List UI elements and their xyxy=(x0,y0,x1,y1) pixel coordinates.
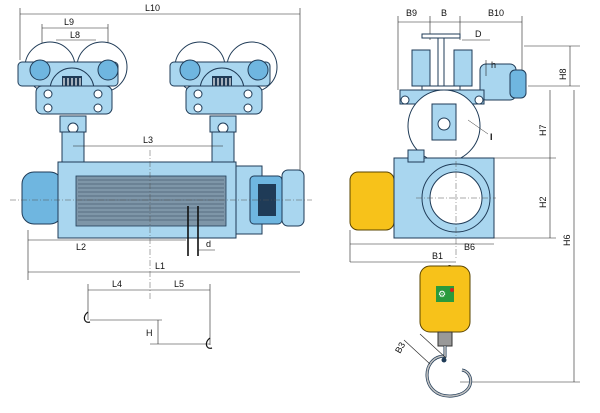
dimension-B1-B6: B6 B1 xyxy=(349,230,494,263)
label-H: H xyxy=(146,328,153,338)
dimension-H7: H7 xyxy=(488,90,556,159)
trolley-side: h xyxy=(399,33,527,105)
label-I: I xyxy=(490,132,493,142)
dimension-L4-L5: L4 L5 xyxy=(87,279,211,345)
hook-icon: ⚙ xyxy=(419,265,472,398)
label-D: D xyxy=(475,29,482,39)
label-B10: B10 xyxy=(488,8,504,18)
label-B3: B3 xyxy=(393,340,407,355)
label-L2: L2 xyxy=(76,242,86,252)
dimension-L8: L8 xyxy=(56,30,96,41)
suspension-link: I xyxy=(407,89,493,163)
dimension-H6: H6 xyxy=(460,90,580,383)
dimension-L10: L10 xyxy=(19,3,301,180)
label-d: d xyxy=(206,239,211,249)
label-L1: L1 xyxy=(155,261,165,271)
label-B: B xyxy=(441,8,447,18)
hoist-side-view-icon: B9 B B10 D h H8 xyxy=(349,8,580,398)
label-L4: L4 xyxy=(112,279,122,289)
rope-segment: d xyxy=(187,206,215,256)
hoist-body-side xyxy=(349,149,496,260)
dimension-L9: L9 xyxy=(41,17,109,44)
dimension-L2: L2 xyxy=(27,230,186,280)
label-B6: B6 xyxy=(464,242,475,252)
label-h: h xyxy=(491,60,496,70)
dimension-H2: H2 xyxy=(494,158,556,239)
hoist-drum xyxy=(10,161,312,239)
left-trolley xyxy=(17,41,128,163)
label-L8: L8 xyxy=(70,30,80,40)
label-H8: H8 xyxy=(558,68,568,80)
label-H7: H7 xyxy=(538,124,548,136)
small-hook-left xyxy=(83,311,91,323)
label-B9: B9 xyxy=(406,8,417,18)
label-B1: B1 xyxy=(432,251,443,261)
label-L3: L3 xyxy=(143,135,153,145)
dimension-L1: L1 xyxy=(28,261,300,273)
dimension-D: D xyxy=(462,29,490,41)
dimension-B9-B-B10: B9 B B10 xyxy=(397,8,523,90)
label-H2: H2 xyxy=(538,196,548,208)
small-hook-right xyxy=(205,337,213,349)
dimension-L3: L3 xyxy=(73,135,223,147)
hook-logo-mark: ⚙ xyxy=(438,289,446,299)
dimension-H: H xyxy=(90,319,210,345)
label-L9: L9 xyxy=(64,17,74,27)
label-L5: L5 xyxy=(174,279,184,289)
dimension-B3: B3 xyxy=(393,333,447,365)
label-H6: H6 xyxy=(562,234,572,246)
label-L10: L10 xyxy=(145,3,160,13)
hoist-front-view-icon: L10 L9 L8 xyxy=(10,3,312,349)
dimension-H8: H8 xyxy=(524,45,580,87)
right-trolley xyxy=(169,41,278,163)
